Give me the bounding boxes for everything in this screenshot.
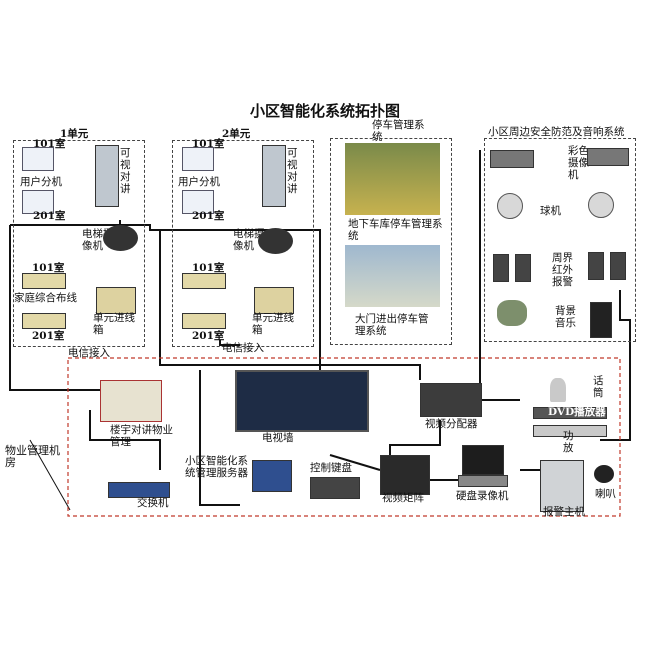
- unit1-user-ext: 用户分机: [20, 176, 62, 188]
- infrared-1-icon: [493, 254, 509, 282]
- color-cam-label: 彩色摄像机: [568, 145, 589, 181]
- gate-parking-label: 大门进出停车管理系统: [355, 313, 429, 337]
- music-label: 背景音乐: [555, 305, 576, 329]
- control-room-box: [67, 357, 621, 517]
- server-label: 小区智能化系统管理服务器: [185, 455, 248, 479]
- unit2-user-ext: 用户分机: [178, 176, 220, 188]
- tv-wall-label: 电视墙: [262, 432, 294, 444]
- page-title: 小区智能化系统拓扑图: [249, 102, 400, 120]
- switch-label: 交换机: [137, 497, 169, 509]
- music-speaker-icon: [590, 302, 612, 338]
- underground-parking-label: 地下车库停车管理系统: [348, 218, 443, 242]
- infrared-4-icon: [610, 252, 626, 280]
- color-cam-right-icon: [587, 148, 629, 166]
- speaker-label: 喇叭: [595, 488, 616, 500]
- amplifier: [533, 425, 607, 437]
- backbone-line-mid: [159, 230, 421, 380]
- infrared-2-icon: [515, 254, 531, 282]
- amplifier-label: 功放: [563, 430, 574, 454]
- unit1-room-lower2: 201室: [32, 330, 65, 342]
- unit1-wiring-box-lower: [22, 313, 66, 329]
- unit2-handset-lower: [182, 190, 214, 214]
- backbone-line-top: [10, 224, 321, 390]
- unit1-panel: [13, 140, 145, 347]
- dome-cam-label: 球机: [540, 205, 561, 217]
- dvr-label: 硬盘录像机: [456, 490, 509, 502]
- unit1-wiring-box-upper: [22, 273, 66, 289]
- keyboard-label: 控制键盘: [310, 462, 352, 474]
- intercom-mgmt-label: 楼宇对讲物业管理: [110, 424, 173, 448]
- perimeter-title: 小区周边安全防范及音响系统: [488, 126, 625, 138]
- network-switch: [108, 482, 170, 498]
- unit1-telecom-in: 电信接入: [68, 347, 110, 359]
- server-monitor: [252, 460, 292, 492]
- video-matrix: [380, 455, 430, 495]
- unit2-telecom-in: 电信接入: [222, 342, 264, 354]
- video-dist-label: 视频分配器: [425, 418, 478, 430]
- color-cam-left-icon: [490, 150, 534, 168]
- gate-parking-photo: [345, 245, 440, 307]
- dome-cam-right-icon: [588, 192, 614, 218]
- unit2-room-lower: 201室: [192, 210, 225, 222]
- unit2-room-lower2: 201室: [192, 330, 225, 342]
- dvd-label: DVD播放器: [548, 406, 606, 418]
- infrared-label: 周界红外报警: [552, 252, 573, 288]
- unit2-dome-camera-icon: [258, 228, 293, 254]
- infrared-3-icon: [588, 252, 604, 280]
- control-room-label: 物业管理机房: [5, 444, 60, 469]
- video-distributor: [420, 383, 482, 417]
- dome-cam-left-icon: [497, 193, 523, 219]
- unit2-junction-box: [254, 287, 294, 314]
- intercom-master-station: [100, 380, 162, 422]
- alarm-host: [540, 460, 584, 512]
- unit1-handset-upper: [22, 147, 54, 171]
- unit2-door-panel: [262, 145, 286, 207]
- unit1-room-upper2: 101室: [32, 262, 65, 274]
- underground-parking-photo: [345, 143, 440, 215]
- unit2-panel: [172, 140, 314, 347]
- unit2-junction-box-label: 单元进线箱: [252, 312, 294, 336]
- tv-wall: [235, 370, 369, 432]
- unit1-junction-box-label: 单元进线箱: [93, 312, 135, 336]
- rock-speaker-icon: [497, 300, 527, 326]
- unit2-title: 2单元: [222, 128, 251, 140]
- dvr-unit: [458, 475, 508, 487]
- parking-panel: [330, 138, 452, 345]
- unit2-wiring-box-upper: [182, 273, 226, 289]
- unit2-intercom-label: 可视对讲: [287, 147, 298, 195]
- microphone-label: 话筒: [593, 375, 604, 399]
- unit2-room-upper2: 101室: [192, 262, 225, 274]
- unit1-title: 1单元: [60, 128, 89, 140]
- unit1-junction-box: [96, 287, 136, 314]
- unit1-room-lower: 201室: [33, 210, 66, 222]
- speaker-horn-icon: [594, 465, 614, 483]
- perimeter-panel: [484, 138, 636, 342]
- microphone-icon: [550, 378, 566, 402]
- unit1-door-panel: [95, 145, 119, 207]
- alarm-host-label: 报警主机: [543, 506, 585, 518]
- matrix-label: 视频矩阵: [382, 492, 424, 504]
- unit1-dome-camera-icon: [103, 225, 138, 251]
- parking-title: 停车管理系统: [372, 119, 425, 143]
- unit2-wiring-box-lower: [182, 313, 226, 329]
- control-keyboard: [310, 477, 360, 499]
- dvr-monitor: [462, 445, 504, 475]
- unit1-handset-lower: [22, 190, 54, 214]
- dvd-player: [533, 407, 607, 419]
- server-line: [199, 370, 240, 506]
- unit1-intercom-label: 可视对讲: [120, 147, 131, 195]
- backbone-line-left: [9, 225, 100, 391]
- unit2-handset-upper: [182, 147, 214, 171]
- unit2-elevator-cam-label: 电梯摄像机: [233, 228, 265, 252]
- unit1-home-wiring: 家庭综合布线: [14, 292, 77, 304]
